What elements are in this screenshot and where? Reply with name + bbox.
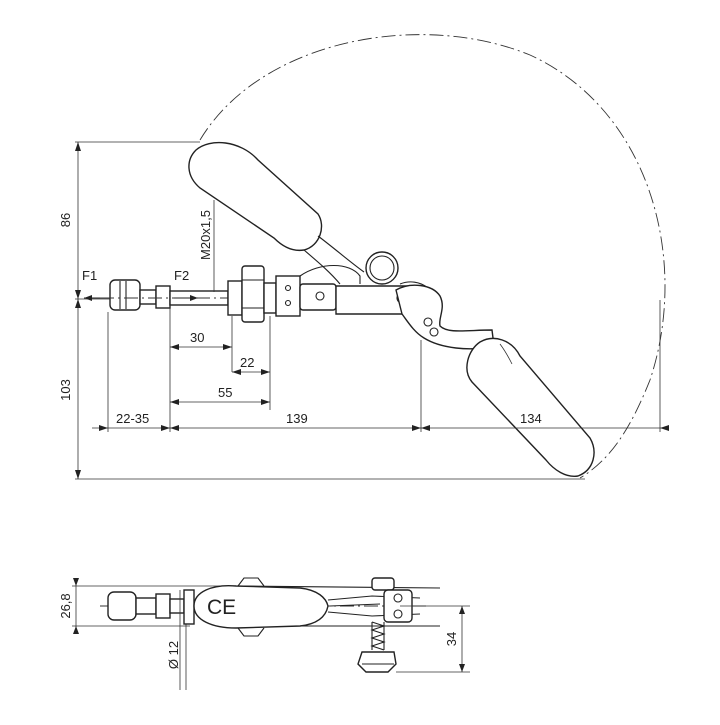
side-spring [370,621,386,651]
side-spindle-nut [155,593,171,619]
top-view: 86 103 F1 F2 M20x1,5 [58,34,669,480]
lock-ring-inner [369,255,395,281]
dim-139-label: 139 [286,411,308,426]
side-pivot-hole-2 [393,609,403,619]
side-lever-top-line [239,585,441,589]
spindle-pad [109,279,141,311]
side-body-bottom-bracket [237,627,265,637]
dim-134-label: 134 [520,411,542,426]
handle-swing-arc [199,34,666,479]
thread-label: M20x1,5 [198,210,213,260]
lock-ring [365,251,399,285]
lever-pivot-1 [423,317,433,327]
force-f2-label: F2 [174,268,189,283]
plunger-rod-end [299,283,337,311]
handle-grip-lower-edge [499,343,513,365]
handle-grip-lower [466,337,595,477]
lever-plate [395,284,495,350]
side-body [193,585,329,629]
force-f1-label: F1 [82,268,97,283]
mounting-bushing [241,265,265,323]
dim-55-label: 55 [218,385,232,400]
dim-stroke-label: 22-35 [116,411,149,426]
side-spindle-thread [169,598,185,614]
spindle-neck [139,289,157,305]
side-pivot-hole-1 [393,593,403,603]
dim-arrows-34 [459,606,465,672]
lever-pivot-2 [429,327,439,337]
dim-34-label: 34 [444,632,459,646]
plunger-block [275,275,301,317]
spindle-nut [155,285,171,309]
force-f1-arrowhead [84,295,92,301]
dim-22-label: 22 [240,355,254,370]
dim-30-label: 30 [190,330,204,345]
side-view: 26,8 Ø 12 CE [58,577,470,690]
pin-2 [284,299,292,307]
side-knob-top [371,577,395,591]
rod-end-hole [315,291,325,301]
pin-1 [284,284,292,292]
side-body-top-bracket [237,577,265,587]
side-spindle-pad [107,591,137,621]
dim-268-label: 26,8 [58,593,73,618]
lock-nut-right [263,282,277,314]
dim-86-label: 86 [58,213,73,227]
side-spindle-neck [135,597,157,615]
force-f2-arrowhead [190,295,198,301]
dim-103-label: 103 [58,379,73,401]
side-foot-grip [357,651,397,673]
lock-nut-left [227,280,243,316]
dim-diameter-label: Ø 12 [166,641,181,669]
handle-arm-upper [303,235,365,285]
side-bushing [183,589,195,625]
ce-mark: CE [207,596,236,619]
dim-arrows-22 [232,369,270,375]
